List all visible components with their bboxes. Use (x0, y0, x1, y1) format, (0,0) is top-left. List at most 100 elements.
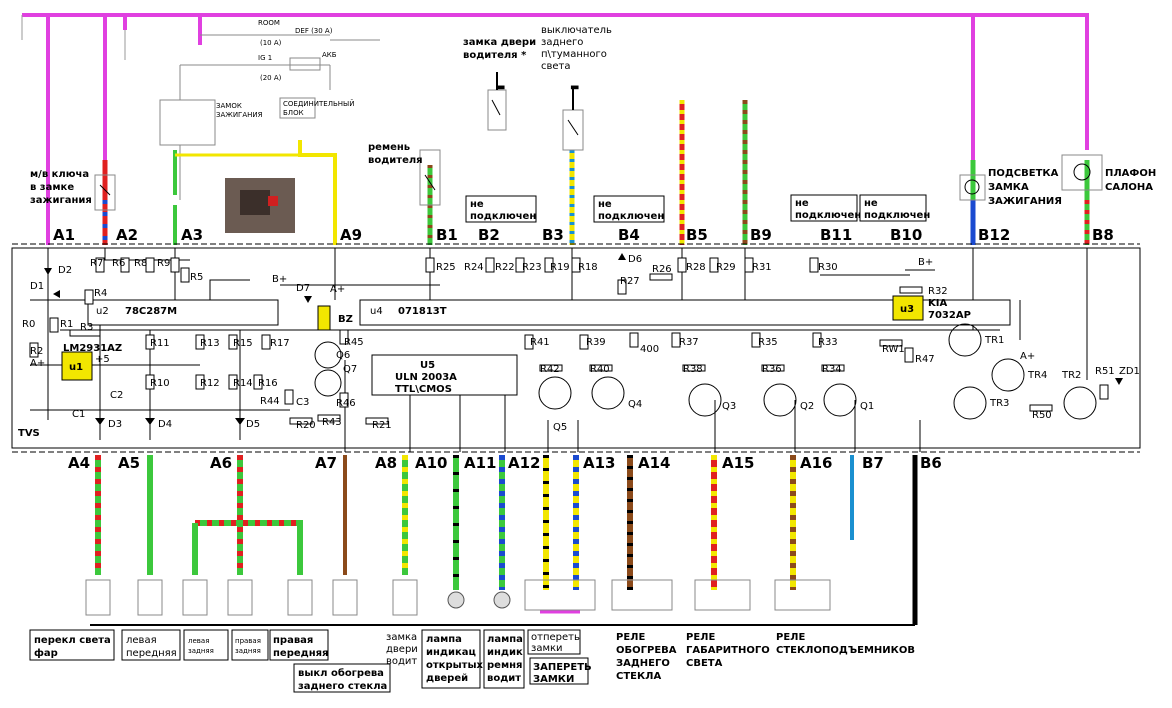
transistor-q3 (688, 383, 722, 417)
ic-u2-tag: u2 (96, 306, 109, 317)
label-d6: D6 (628, 254, 642, 265)
b2-not-connected-2: подключен (470, 211, 536, 222)
belt-lamp-icon (493, 591, 511, 609)
bottom-wires (90, 455, 918, 626)
lock-light-label-1: ПОДСВЕТКА (988, 168, 1059, 179)
diode-d3 (95, 418, 105, 425)
diode-zd1 (1115, 378, 1123, 385)
label-bplus-1: B+ (272, 274, 287, 285)
connector-photo-marker (268, 196, 278, 206)
label-r12: R12 (200, 378, 220, 389)
transistor-q6 (314, 341, 342, 369)
front-right-label-1: правая (273, 635, 313, 646)
fuse-room-label-2: (10 A) (260, 39, 282, 47)
relay-dim-label-1: РЕЛЕ (686, 632, 715, 643)
label-d2: D2 (58, 265, 72, 276)
label-q3: Q3 (722, 401, 736, 412)
pin-a12: A12 (508, 454, 540, 472)
ic-u1-label: u1 (69, 362, 83, 373)
b4-not-connected-2: подключен (598, 211, 664, 222)
label-r19: R19 (550, 262, 570, 273)
pin-a5: A5 (118, 454, 140, 472)
door-lock-label-1: замка двери (463, 37, 536, 48)
pin-b5: B5 (686, 226, 708, 244)
key-switch-label-3: зажигания (30, 195, 92, 206)
label-r13: R13 (200, 338, 220, 349)
b11-not-connected-1: не (795, 198, 809, 209)
transistor-tr2 (1063, 386, 1097, 420)
label-r40: R40 (590, 364, 610, 375)
label-r44: R44 (260, 396, 280, 407)
driver-door-label-3: водит (386, 656, 417, 667)
relay-heat-label-1: РЕЛЕ (616, 632, 645, 643)
not-connected-boxes (465, 194, 927, 223)
label-q7: Q7 (343, 364, 357, 375)
pin-b10: B10 (890, 226, 922, 244)
diodes (44, 253, 1123, 425)
label-r43: R43 (322, 417, 342, 428)
label-r21: R21 (372, 420, 392, 431)
label-r1: R1 (60, 319, 73, 330)
label-r20: R20 (296, 420, 316, 431)
label-q6: Q6 (336, 350, 350, 361)
ic-u3-part-1: KIA (928, 298, 947, 309)
relay-heat-label-4: СТЕКЛА (616, 671, 661, 682)
label-r400: 400 (640, 344, 659, 355)
fuse-wiring (173, 140, 337, 245)
buzzer (317, 305, 331, 331)
label-r31: R31 (752, 262, 772, 273)
label-q2: Q2 (800, 401, 814, 412)
tvs-label: TVS (18, 428, 40, 439)
label-r29: R29 (716, 262, 736, 273)
fuse-ig1-label-2: (20 A) (260, 74, 282, 82)
label-r22: R22 (495, 262, 515, 273)
label-r5: R5 (190, 272, 203, 283)
pin-b12: B12 (978, 226, 1010, 244)
ignition-lock-label-1: ЗАМОК (216, 102, 242, 110)
belt-lamp-label-4: водит (487, 673, 521, 684)
label-aplus-2: A+ (330, 284, 345, 295)
fuse-room-label-1: ROOM (258, 19, 280, 27)
door-lamp-label-3: открытых (426, 660, 483, 671)
label-zd1: ZD1 (1119, 366, 1140, 377)
label-d4: D4 (158, 419, 172, 430)
lock-light-label-2: ЗАМКА (988, 182, 1029, 193)
cabin-lamp-label-2: САЛОНА (1105, 182, 1153, 193)
rear-fog-label-1: выключатель (541, 25, 612, 36)
pin-a7: A7 (315, 454, 337, 472)
pin-a6: A6 (210, 454, 232, 472)
pin-a16: A16 (800, 454, 832, 472)
transistor-q5a (538, 376, 572, 410)
pin-b11: B11 (820, 226, 852, 244)
label-tr1: TR1 (984, 335, 1004, 346)
label-aplus-3: A+ (1020, 351, 1035, 362)
pin-a8: A8 (375, 454, 397, 472)
battery-label: АКБ (322, 51, 337, 59)
b11-not-connected-2: подключен (795, 210, 861, 221)
relay-window-label-2: СТЕКЛОПОДЪЕМНИКОВ (776, 645, 915, 656)
door-lamp-label-2: индикац (426, 647, 476, 658)
b10-not-connected-1: не (864, 198, 878, 209)
pin-a11: A11 (464, 454, 496, 472)
rear-fog-label-4: света (541, 61, 571, 72)
label-r26: R26 (652, 264, 672, 275)
connector-block-label-2: БЛОК (283, 109, 304, 117)
rear-right-label-2: задняя (235, 647, 261, 655)
belt-label-1: ремень (368, 142, 410, 153)
label-r30: R30 (818, 262, 838, 273)
label-d3: D3 (108, 419, 122, 430)
pin-a3: A3 (181, 226, 203, 244)
ic-u5-label-3: TTL\CMOS (395, 384, 452, 395)
diode-d7 (304, 296, 312, 303)
transistor-q2 (763, 383, 797, 417)
label-tr4: TR4 (1027, 370, 1047, 381)
pin-b1: B1 (436, 226, 458, 244)
label-r3: R3 (80, 322, 93, 333)
label-aplus-1: A+ (30, 358, 45, 369)
lock-label-1: ЗАПЕРЕТЬ (533, 662, 592, 673)
fog-switch-icon: ▬ (570, 82, 579, 93)
label-c3: C3 (296, 397, 309, 408)
headlight-switch-label-1: перекл света (34, 635, 111, 646)
label-r18: R18 (578, 262, 598, 273)
key-switch-label-1: м/в ключа (30, 169, 89, 180)
